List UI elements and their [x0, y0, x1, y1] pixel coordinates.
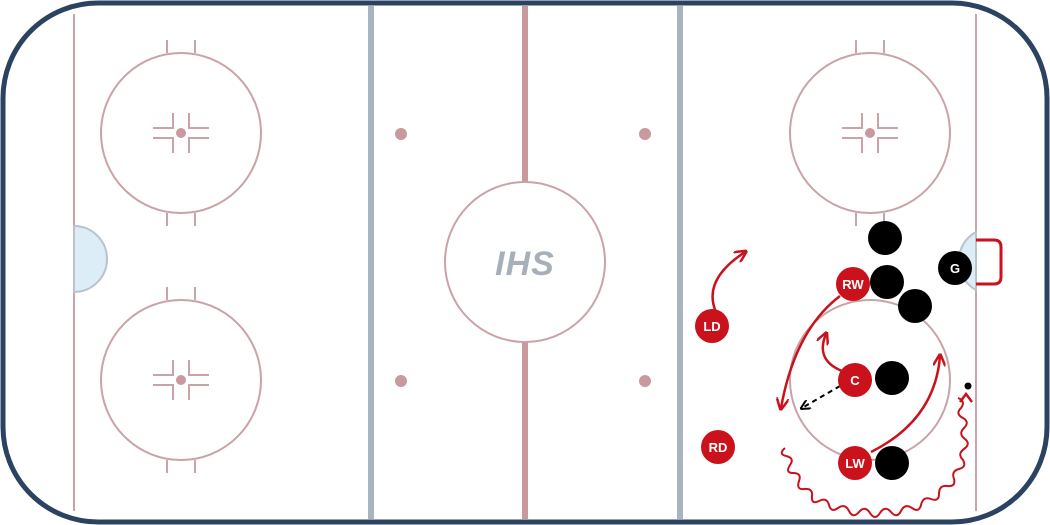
svg-text:RW: RW [842, 277, 864, 292]
center-logo: IHS [495, 245, 555, 283]
rw-skate-path [781, 295, 841, 408]
c-skate-path [823, 334, 843, 373]
player-rd: RD [701, 430, 735, 464]
player-rw: RW [836, 267, 870, 301]
left-goal-crease [73, 224, 108, 294]
svg-text:G: G [950, 261, 960, 276]
player-ld: LD [695, 309, 729, 343]
puck-carry-wavy-path [780, 397, 969, 518]
svg-text:LD: LD [703, 319, 720, 334]
svg-text:RD: RD [709, 440, 728, 455]
c-pass-path [802, 385, 841, 408]
neutral-dot [395, 375, 407, 387]
right-goal-net [976, 238, 1003, 286]
svg-text:LW: LW [845, 456, 865, 471]
player-lw: LW [838, 446, 872, 480]
puck-carry-arrowhead [959, 391, 973, 403]
defender-4 [875, 361, 909, 395]
ld-skate-path [711, 252, 745, 313]
defender-5 [875, 446, 909, 480]
center-faceoff-circle [444, 181, 606, 343]
defender-1 [868, 221, 902, 255]
player-g: G [938, 251, 972, 285]
neutral-dot [395, 128, 407, 140]
neutral-dot [639, 128, 651, 140]
neutral-dot [639, 375, 651, 387]
faceoff-circle-left-top [100, 40, 262, 226]
player-c: C [838, 363, 872, 397]
lw-skate-path [870, 356, 940, 454]
defender-3 [898, 289, 932, 323]
faceoff-circle-left-bottom [100, 287, 262, 473]
defender-2 [870, 265, 904, 299]
svg-text:C: C [850, 373, 860, 388]
faceoff-circle-right-top [789, 40, 951, 226]
puck [964, 382, 972, 390]
